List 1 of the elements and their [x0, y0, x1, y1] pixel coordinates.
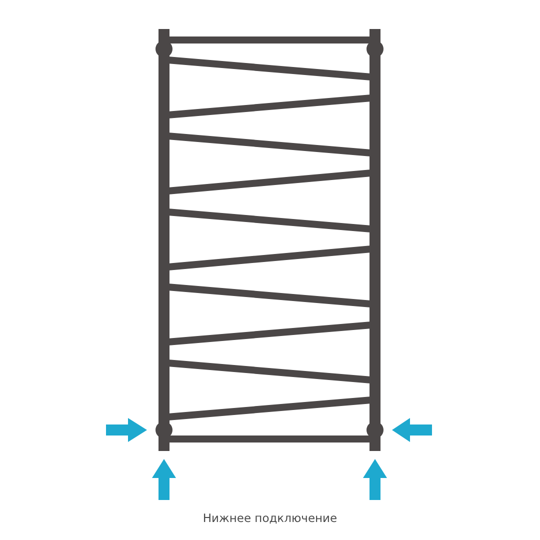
- caption: Нижнее подключение: [202, 510, 338, 526]
